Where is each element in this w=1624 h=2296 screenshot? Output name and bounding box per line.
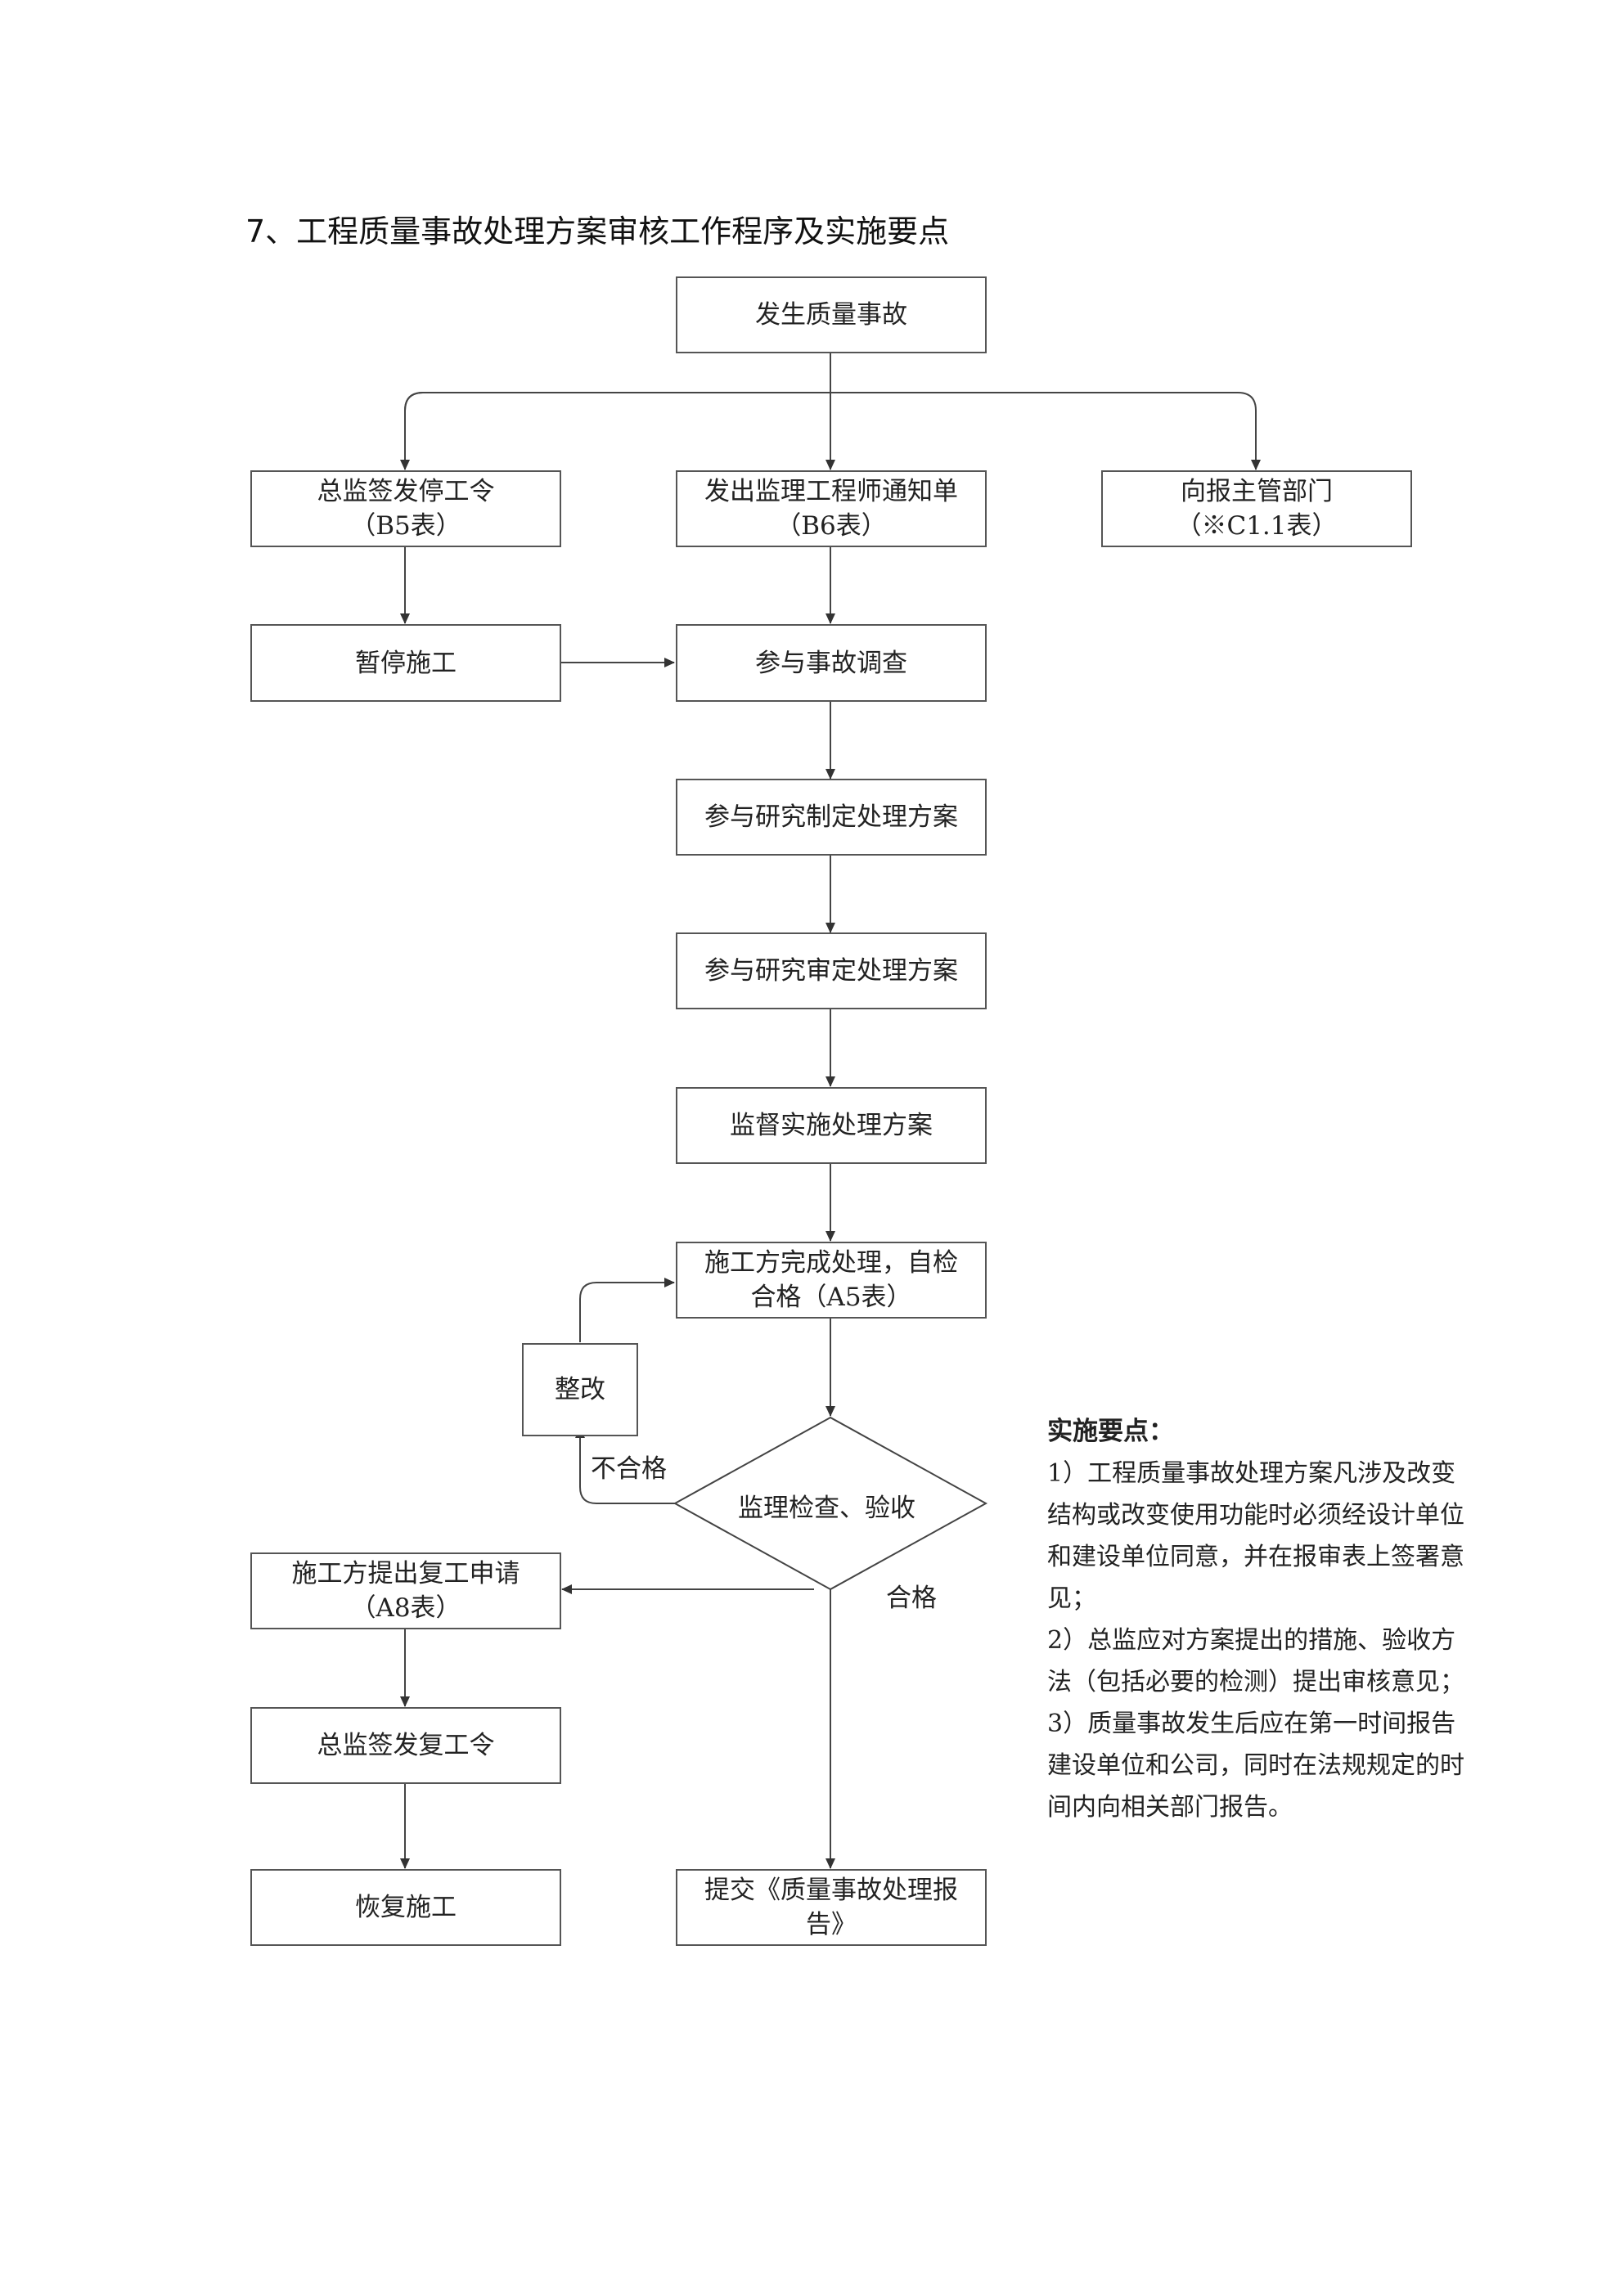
edge-fail-rectify	[575, 1427, 675, 1504]
edge-label-fail: 不合格	[591, 1454, 667, 1484]
implementation-notes: 实施要点： 1）工程质量事故处理方案凡涉及改变结构或改变使用功能时必须经设计单位…	[1047, 1411, 1473, 1828]
edge-branch-left	[400, 392, 424, 470]
node-formulate-label: 参与研究制定处理方案	[704, 802, 958, 832]
node-resume: 恢复施工	[250, 1869, 561, 1946]
node-report-dept-line2: （※C1.1表）	[1176, 511, 1338, 541]
node-accident: 发生质量事故	[676, 276, 987, 353]
node-resume-order-label: 总监签发复工令	[317, 1731, 495, 1760]
node-contractor-done-line2: 合格（A5表）	[750, 1283, 912, 1312]
node-resume-apply-line2: （A8表）	[350, 1593, 461, 1623]
node-report-dept-line1: 向报主管部门	[1181, 477, 1333, 506]
node-inspect-label: 监理检查、验收	[738, 1494, 915, 1523]
page-title: 7、工程质量事故处理方案审核工作程序及实施要点	[245, 213, 950, 249]
node-engineer-notice: 发出监理工程师通知单 （B6表）	[676, 470, 987, 547]
node-investigate: 参与事故调查	[676, 624, 987, 702]
node-review: 参与研究审定处理方案	[676, 932, 987, 1009]
node-submit-report-line1: 提交《质量事故处理报	[704, 1876, 958, 1905]
node-review-label: 参与研究审定处理方案	[704, 956, 958, 986]
node-supervise: 监督实施处理方案	[676, 1087, 987, 1164]
node-formulate: 参与研究制定处理方案	[676, 779, 987, 856]
node-engineer-notice-line1: 发出监理工程师通知单	[704, 477, 958, 506]
node-rectify-label: 整改	[555, 1375, 605, 1404]
notes-item-1: 1）工程质量事故处理方案凡涉及改变结构或改变使用功能时必须经设计单位和建设单位同…	[1047, 1459, 1464, 1613]
node-rectify: 整改	[522, 1343, 638, 1436]
node-stop-order-line1: 总监签发停工令	[317, 477, 495, 506]
node-submit-report: 提交《质量事故处理报 告》	[676, 1869, 987, 1946]
node-contractor-done-line1: 施工方完成处理，自检	[704, 1248, 958, 1278]
node-submit-report-line2: 告》	[806, 1910, 857, 1939]
notes-item-3: 3）质量事故发生后应在第一时间报告建设单位和公司，同时在法规规定的时间内向相关部…	[1047, 1710, 1464, 1822]
node-resume-apply: 施工方提出复工申请 （A8表）	[250, 1552, 561, 1629]
node-suspend-label: 暂停施工	[355, 648, 457, 678]
node-resume-label: 恢复施工	[355, 1893, 457, 1922]
edge-label-pass: 合格	[886, 1584, 937, 1613]
node-stop-order: 总监签发停工令 （B5表）	[250, 470, 561, 547]
edge-rectify-done	[579, 1278, 675, 1342]
node-supervise-label: 监督实施处理方案	[730, 1111, 933, 1140]
node-resume-apply-line1: 施工方提出复工申请	[291, 1559, 520, 1588]
node-report-dept: 向报主管部门 （※C1.1表）	[1101, 470, 1412, 547]
notes-item-2: 2）总监应对方案提出的措施、验收方法（包括必要的检测）提出审核意见；	[1047, 1626, 1464, 1696]
node-resume-order: 总监签发复工令	[250, 1707, 561, 1784]
node-suspend: 暂停施工	[250, 624, 561, 702]
node-stop-order-line2: （B5表）	[350, 511, 461, 541]
node-investigate-label: 参与事故调查	[755, 648, 907, 678]
node-accident-label: 发生质量事故	[755, 300, 907, 330]
node-engineer-notice-line2: （B6表）	[776, 511, 887, 541]
notes-title: 实施要点：	[1047, 1417, 1174, 1446]
node-contractor-done: 施工方完成处理，自检 合格（A5表）	[676, 1242, 987, 1319]
